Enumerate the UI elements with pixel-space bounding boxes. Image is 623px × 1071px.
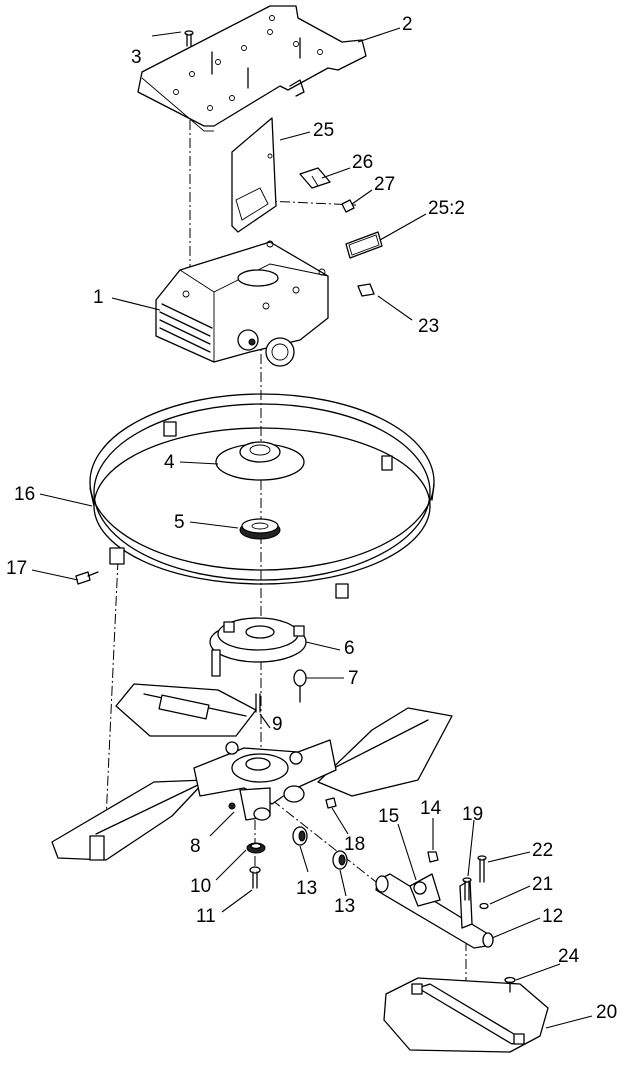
callout-27: 27 <box>374 174 395 195</box>
callout-7: 7 <box>348 668 359 689</box>
part-11-bolt <box>249 866 261 889</box>
part-21-washer <box>479 902 489 910</box>
callout-13a: 13 <box>296 878 317 899</box>
callout-13b: 13 <box>334 896 355 917</box>
callout-19: 20 <box>596 1002 617 1023</box>
callout-18: 17 <box>6 558 27 579</box>
part-16-fitting <box>325 797 337 809</box>
part-24-screw <box>504 976 516 993</box>
part-7-pin <box>293 669 307 703</box>
part-6-spider-hub <box>209 617 307 677</box>
part-13-bushing-a <box>292 826 308 846</box>
callout-12: 12 <box>542 906 563 927</box>
callout-2: 2 <box>402 14 413 35</box>
leader-lines <box>31 27 593 1029</box>
callout-1: 1 <box>93 287 104 308</box>
callout-20: 19 <box>462 804 483 825</box>
part-8-screw <box>228 802 236 810</box>
callout-15: 15 <box>378 806 399 827</box>
callout-26: 26 <box>352 152 373 173</box>
callout-labels: 3 2 25 26 27 25:2 23 1 4 5 16 17 6 7 9 8… <box>6 14 617 1023</box>
callout-25-2: 25:2 <box>428 198 465 219</box>
part-14-nut <box>427 851 439 863</box>
part-3-screw <box>184 30 194 47</box>
callout-23: 23 <box>418 316 439 337</box>
arm-frame <box>51 683 453 861</box>
part-17-ring-guard <box>89 393 435 599</box>
part-26-sensor <box>299 167 331 189</box>
part-2-mounting-plate <box>137 5 367 132</box>
part-23-block <box>357 283 375 297</box>
callout-17: 16 <box>14 484 35 505</box>
part-13-bushing-b <box>332 850 348 870</box>
part-5-bearing <box>239 518 281 540</box>
callout-8: 8 <box>190 836 201 857</box>
callout-25: 25 <box>313 120 334 141</box>
part-25-2-decal <box>345 231 383 259</box>
part-9-pin <box>255 693 261 713</box>
part-27-screw <box>341 199 355 213</box>
callout-21: 21 <box>532 874 553 895</box>
callout-3: 3 <box>131 47 142 68</box>
part-19-blade <box>383 977 549 1053</box>
part-10-washer <box>246 842 266 854</box>
callout-6: 6 <box>344 638 355 659</box>
part-20-bolt <box>462 877 472 901</box>
callout-11: 11 <box>196 906 216 927</box>
part-25-shield <box>231 117 277 233</box>
part-4-hub <box>215 441 305 481</box>
callout-22: 22 <box>532 840 553 861</box>
callout-9: 9 <box>272 714 283 735</box>
part-22-bolt <box>477 855 487 883</box>
part-12-arm <box>375 873 494 949</box>
callout-16: 18 <box>344 834 365 855</box>
callout-10: 10 <box>190 876 211 897</box>
part-18-bolt <box>75 571 99 585</box>
callout-14: 14 <box>420 798 442 819</box>
part-1-gearbox <box>155 240 329 367</box>
callout-24: 24 <box>558 946 580 967</box>
callout-5: 5 <box>174 512 185 533</box>
callout-4: 4 <box>164 452 175 473</box>
